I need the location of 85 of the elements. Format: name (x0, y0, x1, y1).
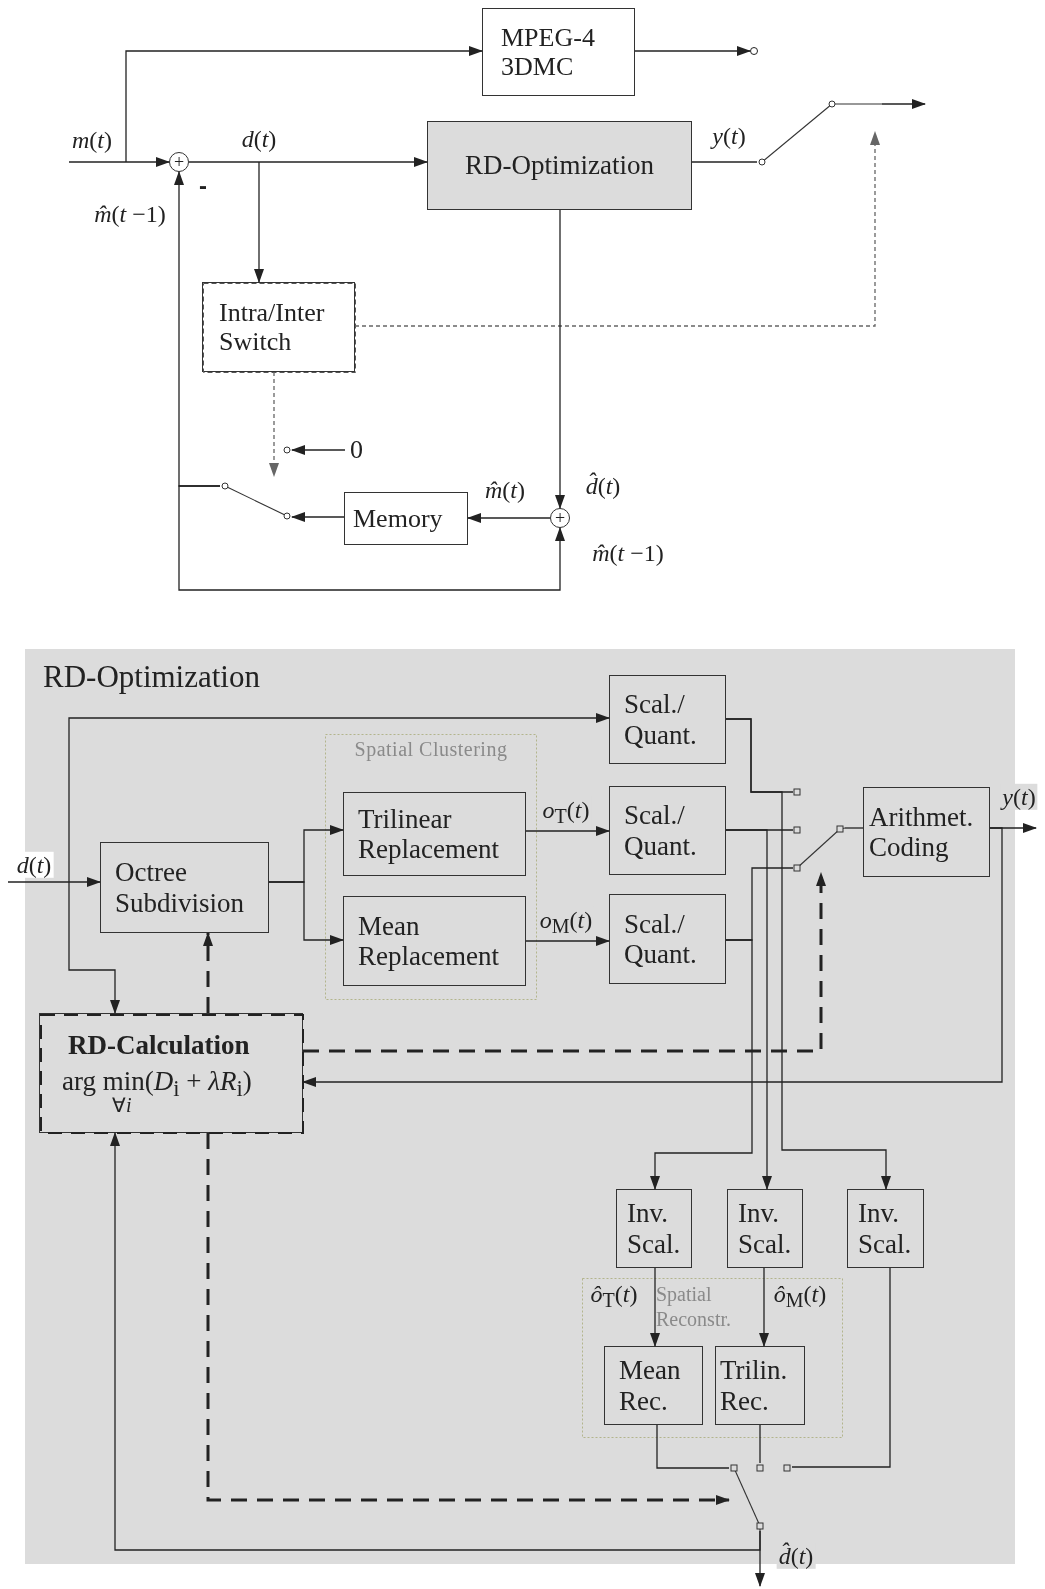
plus-sign: + (554, 509, 566, 527)
process-box (863, 787, 990, 877)
edge-label: y(t) (1000, 783, 1038, 811)
box-label: Inv. Scal. (627, 1198, 682, 1259)
arrow (555, 209, 565, 509)
arrow (68, 157, 170, 167)
arrow (881, 99, 926, 109)
process-box (343, 792, 526, 876)
arrow (525, 826, 610, 836)
process-box (604, 1346, 703, 1425)
panel-title: RD-Optimization (43, 659, 260, 695)
connector-line (656, 1424, 730, 1469)
arrow (725, 718, 891, 1190)
box-label: Intra/Inter Switch (219, 297, 326, 357)
process-box (609, 675, 726, 764)
process-box (344, 492, 468, 545)
connector-line (844, 827, 864, 829)
box-label: Scal./ Quant. (624, 689, 698, 750)
switch-symbol (729, 1463, 792, 1531)
arrow (467, 513, 551, 523)
process-box (847, 1189, 924, 1268)
box-label: RD-Optimization (465, 150, 654, 181)
dashed-process-box (39, 1013, 303, 1133)
plus-sign: + (173, 153, 185, 171)
group-frame (582, 1278, 843, 1438)
box-label: Memory (353, 503, 443, 534)
process-box (609, 894, 726, 984)
arrow (525, 936, 610, 946)
arrow (725, 829, 772, 1190)
process-box (616, 1189, 692, 1268)
connector-line (791, 1267, 891, 1468)
arrow (634, 46, 751, 56)
switch-symbol (793, 787, 845, 873)
input-value: 0 (350, 434, 364, 466)
edge-label: d̂(t) (776, 1542, 816, 1570)
arrow (110, 1132, 761, 1551)
box-label: Mean Replacement (358, 910, 500, 972)
box-label: Scal./ Quant. (624, 908, 698, 970)
minus-sign: - (198, 172, 208, 200)
box-label: Trilin. Rec. (720, 1355, 789, 1416)
box-label: Trilinear Replacement (358, 803, 500, 865)
box-label: Scal./ Quant. (624, 800, 698, 861)
process-box (609, 786, 726, 875)
process-box (343, 896, 526, 986)
process-box (727, 1189, 803, 1268)
arrow (650, 939, 753, 1190)
connector-line (759, 1424, 761, 1464)
arrow (125, 46, 483, 163)
switch-symbol (220, 445, 292, 521)
arrow (178, 485, 565, 591)
arrow (302, 827, 1003, 1087)
arrow (291, 512, 345, 522)
arrow (203, 932, 213, 1013)
switch-symbol (757, 99, 882, 167)
arrow (68, 713, 610, 883)
process-box (427, 121, 692, 210)
box-label: Inv. Scal. (858, 1198, 913, 1259)
group-frame (325, 734, 537, 1000)
arrow (303, 872, 826, 1053)
arrow (759, 1267, 769, 1347)
arrow (254, 161, 264, 283)
box-label: Arithmet. Coding (869, 801, 975, 863)
edge-label: d̂(t) (583, 472, 623, 500)
arrow (291, 445, 346, 455)
group-title: Spatial Reconstr. (656, 1282, 732, 1332)
box-label: Octree Subdivision (115, 857, 246, 918)
arrow (650, 1267, 660, 1347)
arrow (354, 131, 880, 327)
arrow (188, 157, 428, 167)
edge-label: d(t) (14, 851, 54, 879)
process-box (100, 842, 269, 933)
arrow (206, 1133, 730, 1505)
box-label: Mean Rec. (619, 1355, 682, 1416)
arrow (268, 881, 344, 945)
arrow (7, 877, 101, 887)
dashed-process-box (202, 282, 355, 372)
group-title: Spatial Clustering (353, 738, 509, 761)
arrow (269, 371, 279, 477)
process-box (482, 8, 635, 96)
process-box (715, 1346, 805, 1425)
box-label: Inv. Scal. (738, 1198, 793, 1259)
connector-line (691, 161, 758, 163)
arrow (68, 881, 120, 1014)
box-label: MPEG-4 3DMC (501, 22, 596, 82)
box-title: RD-Calculation (68, 1029, 250, 1061)
